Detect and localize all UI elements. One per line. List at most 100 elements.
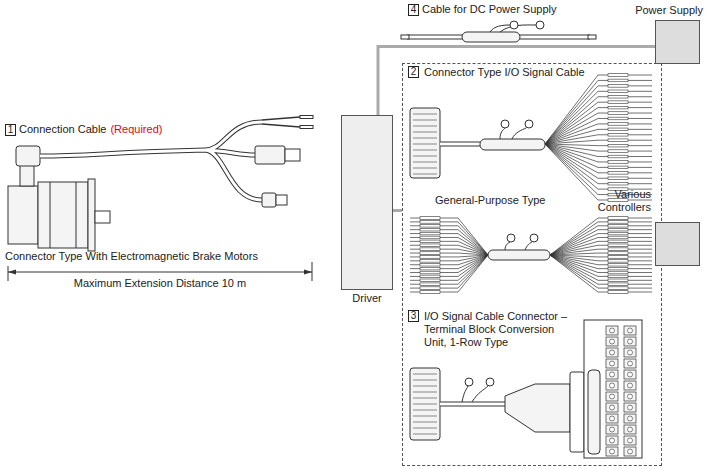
dimension-line xyxy=(304,270,312,275)
terminal-screw xyxy=(610,328,615,333)
lead-wire xyxy=(262,117,300,127)
terminal-screw xyxy=(610,427,615,432)
connector-ridge xyxy=(413,126,437,127)
wire-ferrule xyxy=(608,217,628,220)
connector-ridge xyxy=(413,374,437,375)
signal-wire xyxy=(550,237,652,255)
wire-ferrule xyxy=(608,90,628,93)
dimension-line xyxy=(8,266,9,281)
wire-ferrule xyxy=(608,267,628,270)
signal-wire xyxy=(550,226,652,255)
io-cable-group: Connector Type I/O Signal CableGeneral-P… xyxy=(402,63,662,466)
wire-ferrule xyxy=(608,240,628,243)
connector-io-cable xyxy=(545,74,652,202)
callout-number: 1 xyxy=(5,124,16,136)
terminal-screw xyxy=(628,339,633,344)
wire-ferrule xyxy=(420,240,440,243)
terminal xyxy=(624,348,636,357)
power-supply-box: Power Supply xyxy=(655,20,700,64)
signal-wire xyxy=(550,241,652,255)
wire-ferrule xyxy=(608,74,628,77)
signal-wire xyxy=(550,253,652,255)
terminal-screw xyxy=(628,350,633,355)
signal-wire xyxy=(550,245,652,255)
connector-neck xyxy=(20,164,34,186)
general-purpose-cable xyxy=(488,250,550,260)
wire-ferrule xyxy=(420,267,440,270)
wire-ferrule xyxy=(608,155,628,158)
connector-ridge xyxy=(413,416,437,417)
connector-ridge xyxy=(413,138,437,139)
terminal-screw xyxy=(610,449,615,454)
signal-wire xyxy=(410,230,488,255)
general-purpose-cable xyxy=(505,242,532,250)
signal-wire xyxy=(550,234,652,255)
terminal-screw xyxy=(610,350,615,355)
signal-wire xyxy=(545,113,652,144)
connector-ridge xyxy=(413,398,437,399)
connector-ridge xyxy=(413,428,437,429)
connector-ridge xyxy=(413,386,437,387)
terminal xyxy=(606,326,618,335)
terminal-screw xyxy=(628,416,633,421)
connector-ridge xyxy=(413,144,437,145)
connector-io-cable xyxy=(480,139,545,150)
wire-ferrule xyxy=(608,271,628,274)
connector-io-cable xyxy=(501,120,509,128)
terminal-block-cable xyxy=(570,372,584,452)
encoder-connector xyxy=(255,146,285,164)
wire-ferrule xyxy=(420,217,440,220)
wire-ferrule xyxy=(608,221,628,224)
connector-ridge xyxy=(413,156,437,157)
signal-wire xyxy=(550,218,652,255)
terminal-screw xyxy=(610,361,615,366)
node-label: Connector Type I/O Signal Cable xyxy=(424,66,585,79)
terminal xyxy=(606,370,618,379)
wire-ferrule xyxy=(608,172,628,175)
wire-ferrule xyxy=(420,263,440,266)
wire-ferrule xyxy=(608,112,628,115)
wire-ferrule xyxy=(608,117,628,120)
terminal xyxy=(624,414,636,423)
terminal-block-cable xyxy=(440,403,505,406)
signal-wire xyxy=(545,97,652,144)
wire-ferrule xyxy=(420,271,440,274)
terminal-screw xyxy=(610,372,615,377)
callout-number: 3 xyxy=(408,310,419,322)
node-label: Power Supply xyxy=(635,4,703,17)
connector-ridge xyxy=(413,434,437,435)
terminal-screw xyxy=(628,449,633,454)
signal-wire xyxy=(550,255,652,280)
signal-wire xyxy=(545,140,652,144)
connector-ridge xyxy=(413,392,437,393)
terminal xyxy=(606,436,618,445)
terminal xyxy=(624,359,636,368)
signal-wire xyxy=(545,124,652,144)
wire-ferrule xyxy=(608,182,628,185)
terminal xyxy=(606,447,618,456)
wire-ferrule xyxy=(608,144,628,147)
terminal xyxy=(606,403,618,412)
signal-wire xyxy=(545,80,652,144)
connector-io-cable xyxy=(440,143,480,146)
connector-line xyxy=(393,209,402,212)
wire-ferrule xyxy=(420,260,440,263)
connector-ridge xyxy=(413,150,437,151)
connector-ridge xyxy=(413,410,437,411)
callout-number: 4 xyxy=(408,4,419,16)
node-label: Various Controllers xyxy=(587,188,651,214)
signal-wire xyxy=(545,144,652,173)
signal-wire xyxy=(550,255,652,284)
signal-wire xyxy=(545,86,652,144)
wire-ferrule xyxy=(608,85,628,88)
terminal xyxy=(624,370,636,379)
signal-wire xyxy=(550,230,652,255)
terminal-screw xyxy=(628,438,633,443)
wire-ferrule xyxy=(608,244,628,247)
terminal-screw xyxy=(628,328,633,333)
wire-ferrule xyxy=(608,133,628,136)
connector-io-cable xyxy=(440,142,480,147)
terminal xyxy=(624,447,636,456)
signal-wire xyxy=(545,135,652,144)
brake-housing xyxy=(8,186,38,244)
